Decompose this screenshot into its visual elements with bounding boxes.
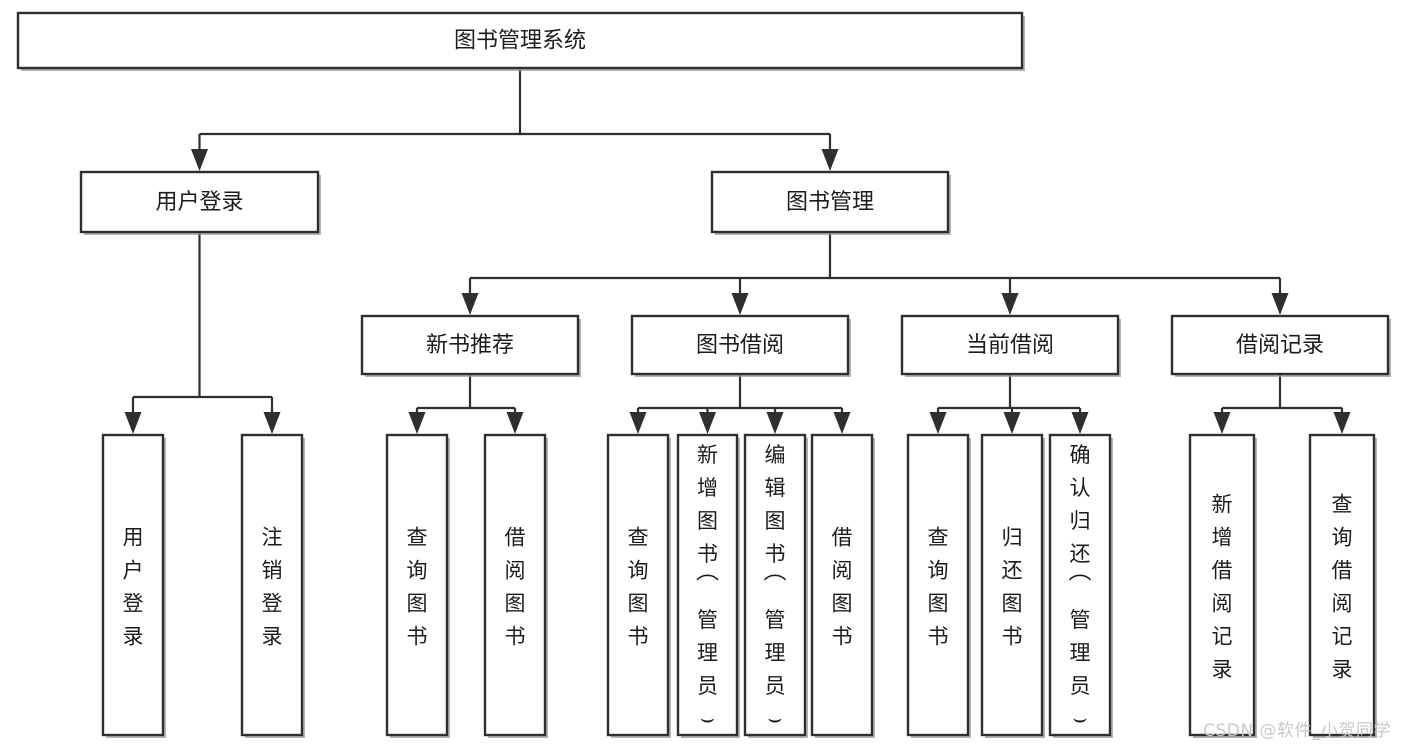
node-leaf-user-login[interactable]: 用户登录 bbox=[101, 433, 166, 738]
node-leaf-query-book-rec[interactable]: 查询图书 bbox=[385, 433, 450, 738]
node-leaf-confirm-return[interactable]: 确认归还⌒管理员⌣ bbox=[1048, 433, 1113, 738]
node-label: 归还图书 bbox=[1002, 526, 1023, 649]
nodes-layer: 图书管理系统用户登录图书管理新书推荐图书借阅当前借阅借阅记录用户登录注销登录查询… bbox=[16, 11, 1391, 738]
node-label: 新增图书⌒管理员⌣ bbox=[696, 443, 719, 732]
node-label: 用户登录 bbox=[155, 190, 243, 215]
node-label: 注销登录 bbox=[262, 526, 283, 649]
edge-group-current-borrow bbox=[929, 374, 1089, 434]
node-label: 新增借阅记录 bbox=[1212, 493, 1233, 682]
node-root[interactable]: 图书管理系统 bbox=[16, 11, 1025, 71]
node-label: 借阅图书 bbox=[505, 526, 526, 649]
node-leaf-borrow-book-rec[interactable]: 借阅图书 bbox=[483, 433, 548, 738]
node-label: 查询图书 bbox=[928, 526, 949, 649]
edge-group-book-manage bbox=[461, 232, 1289, 315]
node-book-borrow[interactable]: 图书借阅 bbox=[630, 314, 851, 377]
edge-group-book-borrow bbox=[629, 374, 851, 434]
node-label: 查询借阅记录 bbox=[1332, 493, 1353, 682]
node-borrow-record[interactable]: 借阅记录 bbox=[1170, 314, 1391, 377]
node-label: 当前借阅 bbox=[966, 333, 1054, 358]
node-label: 查询图书 bbox=[628, 526, 649, 649]
node-user-login[interactable]: 用户登录 bbox=[79, 170, 321, 235]
edge-group-user-login bbox=[124, 232, 281, 434]
node-label: 用户登录 bbox=[123, 526, 144, 649]
node-leaf-edit-book[interactable]: 编辑图书⌒管理员⌣ bbox=[743, 433, 808, 738]
edge-group-root bbox=[191, 68, 839, 171]
node-label: 查询图书 bbox=[407, 526, 428, 649]
node-label: 编辑图书⌒管理员⌣ bbox=[764, 443, 787, 732]
node-label: 借阅图书 bbox=[832, 526, 853, 649]
node-book-manage[interactable]: 图书管理 bbox=[710, 170, 951, 235]
node-leaf-borrow-book-bb[interactable]: 借阅图书 bbox=[810, 433, 875, 738]
node-label: 确认归还⌒管理员⌣ bbox=[1069, 443, 1092, 732]
node-leaf-query-book-cb[interactable]: 查询图书 bbox=[906, 433, 971, 738]
edge-group-new-book-rec bbox=[408, 374, 524, 434]
edges-layer bbox=[124, 68, 1351, 434]
node-current-borrow[interactable]: 当前借阅 bbox=[900, 314, 1121, 377]
node-new-book-rec[interactable]: 新书推荐 bbox=[360, 314, 581, 377]
edge-group-borrow-record bbox=[1213, 374, 1351, 434]
node-label: 图书借阅 bbox=[696, 333, 784, 358]
node-leaf-add-record[interactable]: 新增借阅记录 bbox=[1188, 433, 1257, 738]
node-label: 图书管理系统 bbox=[454, 29, 586, 54]
node-label: 借阅记录 bbox=[1236, 333, 1324, 358]
node-label: 新书推荐 bbox=[426, 333, 514, 358]
node-leaf-query-book-bb[interactable]: 查询图书 bbox=[606, 433, 671, 738]
node-leaf-logout[interactable]: 注销登录 bbox=[240, 433, 305, 738]
node-label: 图书管理 bbox=[786, 190, 874, 215]
node-leaf-add-book[interactable]: 新增图书⌒管理员⌣ bbox=[676, 433, 740, 738]
node-leaf-query-record[interactable]: 查询借阅记录 bbox=[1308, 433, 1377, 738]
node-leaf-return-book[interactable]: 归还图书 bbox=[980, 433, 1045, 738]
